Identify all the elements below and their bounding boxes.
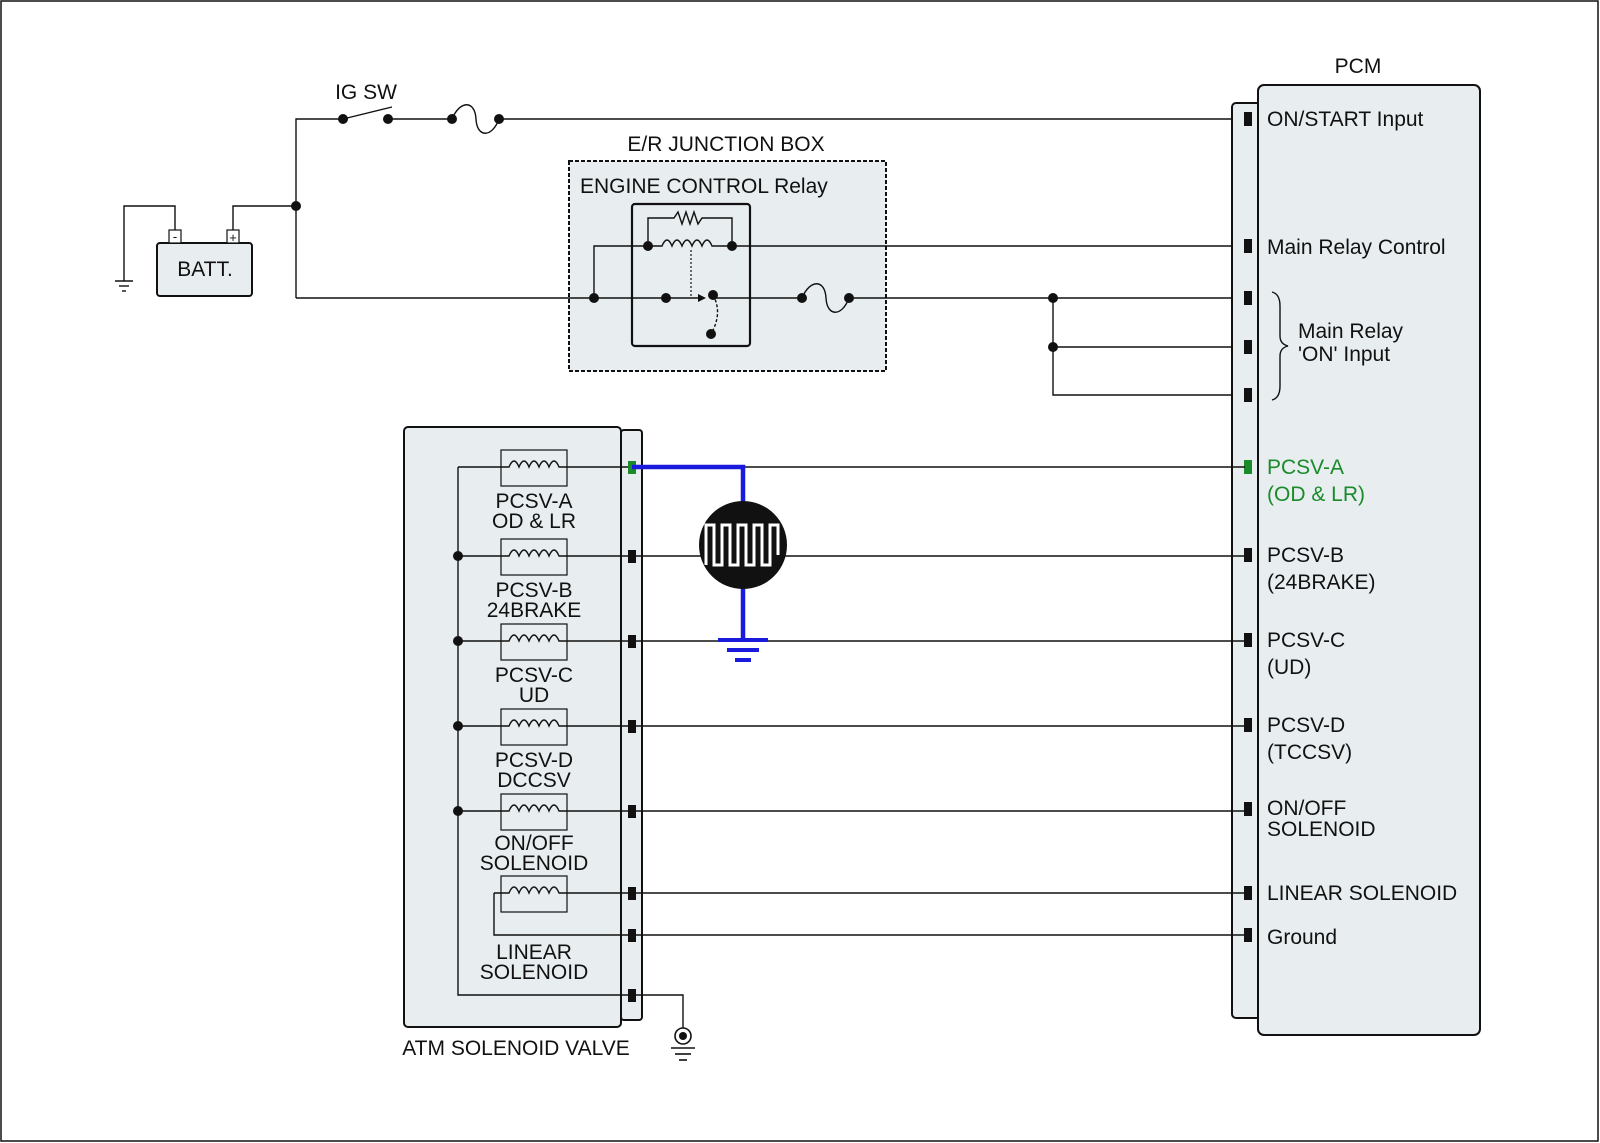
pcm-pin: [1244, 112, 1252, 126]
pcm-label-pcsv-a-1: PCSV-A: [1267, 456, 1344, 479]
pcm-label-pcsv-b-2: (24BRAKE): [1267, 571, 1376, 594]
relay-label: ENGINE CONTROL Relay: [580, 175, 828, 198]
er-junction-box: E/R JUNCTION BOX ENGINE CONTROL Relay: [296, 133, 1245, 372]
pcm-pin: [1244, 802, 1252, 816]
solenoid-label: LINEAR: [496, 941, 572, 964]
solenoid-label: UD: [519, 684, 549, 707]
pcm-pin: [1244, 886, 1252, 900]
pcm-body: [1257, 84, 1481, 1036]
pcm-label-main-relay-control: Main Relay Control: [1267, 236, 1446, 259]
ig-sw-label: IG SW: [335, 81, 397, 104]
coil-icon: [458, 449, 631, 487]
ignition-circuit: IG SW: [291, 81, 1245, 298]
pcm-pin: [1244, 388, 1252, 402]
pcm-pin: [1244, 928, 1252, 942]
pcm-label-ground: Ground: [1267, 926, 1337, 949]
pcm-label-onoff-1: ON/OFF: [1267, 797, 1346, 820]
valve-title: ATM SOLENOID VALVE: [402, 1037, 630, 1060]
solenoid-label: SOLENOID: [480, 852, 589, 875]
battery: - + BATT.: [115, 205, 296, 297]
solenoid-label: SOLENOID: [480, 961, 589, 984]
pcm-pin-pcsv-a: [1244, 460, 1252, 474]
pcm-pin: [1244, 291, 1252, 305]
coil-icon: [458, 623, 631, 661]
main-relay-output-wires: [849, 293, 1245, 396]
pcm-label-on-start: ON/START Input: [1267, 108, 1424, 131]
scope-waveform-icon: [699, 501, 787, 589]
solenoid-label: PCSV-D: [495, 749, 573, 772]
coil-icon: [493, 875, 631, 936]
pcm-label-onoff-2: SOLENOID: [1267, 818, 1376, 841]
solenoid-label: DCCSV: [497, 769, 571, 792]
solenoid-label: PCSV-A: [495, 490, 572, 513]
solenoid-label: OD & LR: [492, 510, 576, 533]
coil-icon: [458, 793, 631, 831]
pcm-label-pcsv-d-1: PCSV-D: [1267, 714, 1345, 737]
coil-icon: [458, 538, 631, 576]
pcm-label-pcsv-c-1: PCSV-C: [1267, 629, 1345, 652]
ground-icon: [115, 280, 133, 292]
pcm-label-pcsv-b-1: PCSV-B: [1267, 544, 1344, 567]
junction-box-title: E/R JUNCTION BOX: [627, 133, 824, 156]
fuse-icon: [797, 283, 854, 313]
solenoid-label: ON/OFF: [494, 832, 573, 855]
solenoid-label: PCSV-B: [495, 579, 572, 602]
pcm-label-pcsv-c-2: (UD): [1267, 656, 1311, 679]
pcm-title: PCM: [1335, 55, 1382, 78]
pcm-pin: [1244, 340, 1252, 354]
pcm-label-linear: LINEAR SOLENOID: [1267, 882, 1457, 905]
engine-control-relay: [630, 202, 752, 348]
battery-minus-label: -: [173, 229, 177, 244]
pcm-pin: [1244, 548, 1252, 562]
pcm-label-main-relay-on-1: Main Relay: [1298, 320, 1404, 343]
battery-plus-label: +: [229, 230, 237, 245]
scope-probe: [632, 464, 787, 662]
pcm-label-pcsv-d-2: (TCCSV): [1267, 741, 1352, 764]
pcm: PCM ON/START Input Main Relay Control Ma…: [1231, 55, 1481, 1036]
coil-icon: [458, 708, 631, 746]
pcm-label-main-relay-on-2: 'ON' Input: [1298, 343, 1390, 366]
pcm-pin: [1244, 239, 1252, 253]
pcm-label-pcsv-a-2: (OD & LR): [1267, 483, 1365, 506]
battery-label: BATT.: [177, 258, 233, 281]
pcm-pin: [1244, 633, 1252, 647]
chassis-ground-icon: [671, 1027, 695, 1061]
switch-icon: [338, 106, 393, 124]
pcm-pin: [1244, 718, 1252, 732]
fuse-icon: [447, 104, 504, 134]
battery-icon: [156, 242, 253, 297]
solenoid-label: PCSV-C: [495, 664, 573, 687]
solenoid-label: 24BRAKE: [487, 599, 582, 622]
atm-solenoid-valve: ATM SOLENOID VALVE: [402, 426, 695, 1061]
